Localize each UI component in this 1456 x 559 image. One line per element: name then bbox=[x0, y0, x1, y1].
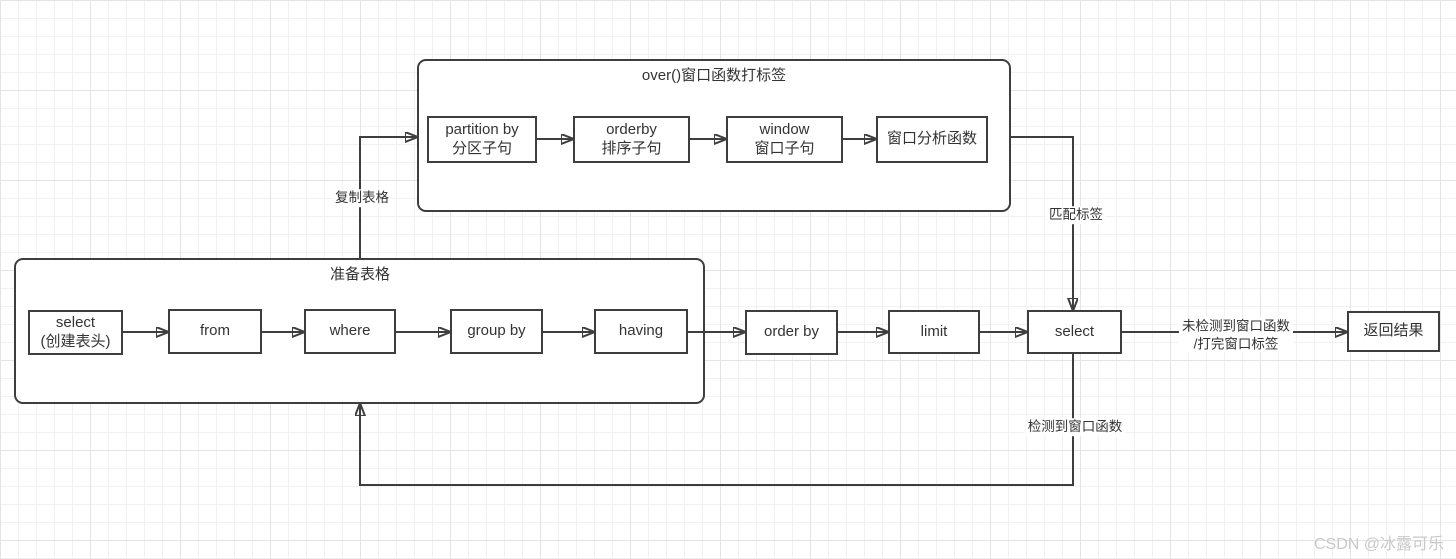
node-orderby-clause-line2: 排序子句 bbox=[601, 139, 662, 157]
edge-label-match-tag: 匹配标签 bbox=[1046, 206, 1106, 224]
node-group-by-label: group by bbox=[467, 322, 526, 340]
node-select-create-header-line1: select bbox=[55, 313, 96, 331]
node-partition-by-line2: 分区子句 bbox=[451, 139, 512, 157]
node-window-clause: window 窗口子句 bbox=[726, 116, 843, 163]
node-select-final: select bbox=[1027, 310, 1122, 354]
node-limit: limit bbox=[888, 310, 980, 354]
node-having-label: having bbox=[618, 322, 664, 340]
edge-label-no-window-function-line2: /打完窗口标签 bbox=[1193, 336, 1279, 351]
node-orderby-clause-line1: orderby bbox=[606, 120, 657, 138]
node-orderby-clause: orderby 排序子句 bbox=[573, 116, 690, 163]
node-where: where bbox=[304, 309, 396, 354]
group-over-window-tagging-title: over()窗口函数打标签 bbox=[641, 67, 787, 84]
node-select-create-header-line2: (创建表头) bbox=[40, 332, 111, 350]
edge-label-copy-table: 复制表格 bbox=[332, 189, 392, 207]
node-window-analysis-function-label: 窗口分析函数 bbox=[886, 130, 977, 148]
edge-label-no-window-function: 未检测到窗口函数 /打完窗口标签 bbox=[1179, 317, 1293, 353]
edge-label-window-detected: 检测到窗口函数 bbox=[1024, 418, 1126, 436]
node-order-by: order by bbox=[745, 310, 838, 355]
node-return-result-label: 返回结果 bbox=[1363, 322, 1424, 340]
node-where-label: where bbox=[329, 322, 371, 340]
node-having: having bbox=[594, 309, 688, 354]
edge-label-no-window-function-line1: 未检测到窗口函数 bbox=[1182, 318, 1290, 334]
node-group-by: group by bbox=[450, 309, 543, 354]
node-from: from bbox=[168, 309, 262, 354]
node-partition-by: partition by 分区子句 bbox=[427, 116, 537, 163]
group-prepare-table-title: 准备表格 bbox=[329, 266, 391, 283]
csdn-watermark: CSDN @冰露可乐 bbox=[1313, 536, 1444, 553]
node-window-clause-line1: window bbox=[759, 120, 810, 138]
node-window-analysis-function: 窗口分析函数 bbox=[876, 116, 988, 163]
node-partition-by-line1: partition by bbox=[445, 120, 519, 138]
node-order-by-label: order by bbox=[763, 323, 820, 341]
node-select-create-header: select (创建表头) bbox=[28, 310, 123, 355]
node-limit-label: limit bbox=[920, 322, 948, 340]
node-from-label: from bbox=[200, 322, 230, 340]
node-return-result: 返回结果 bbox=[1347, 311, 1440, 352]
node-select-final-label: select bbox=[1054, 322, 1095, 340]
node-window-clause-line2: 窗口子句 bbox=[754, 139, 815, 157]
